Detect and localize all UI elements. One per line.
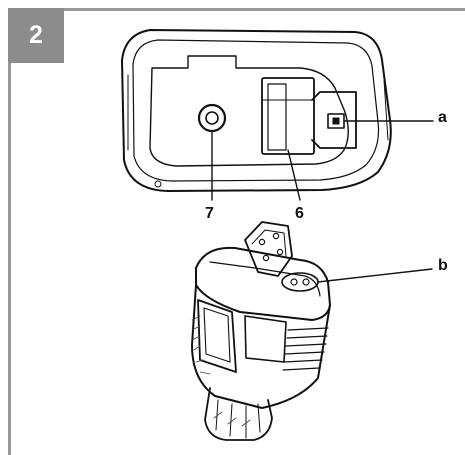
leader-6: [287, 149, 301, 201]
callout-b: b: [438, 257, 448, 274]
callout-7: 7: [205, 205, 214, 222]
callout-a: a: [438, 109, 447, 126]
callout-6: 6: [295, 205, 304, 222]
battery-cover-6: [261, 77, 315, 155]
figure-number-badge: 2: [8, 8, 64, 63]
device-perspective-view: [191, 221, 331, 441]
battery-latch-a: [311, 91, 357, 149]
leader-lines: [211, 120, 434, 283]
device-underside-view: [121, 29, 392, 192]
swivel-mount-plate: [244, 221, 293, 277]
tripod-thread-7: [197, 103, 227, 133]
frame-top-border: [8, 8, 465, 11]
leader-b: [317, 268, 433, 283]
frame-left-border: [8, 8, 11, 455]
